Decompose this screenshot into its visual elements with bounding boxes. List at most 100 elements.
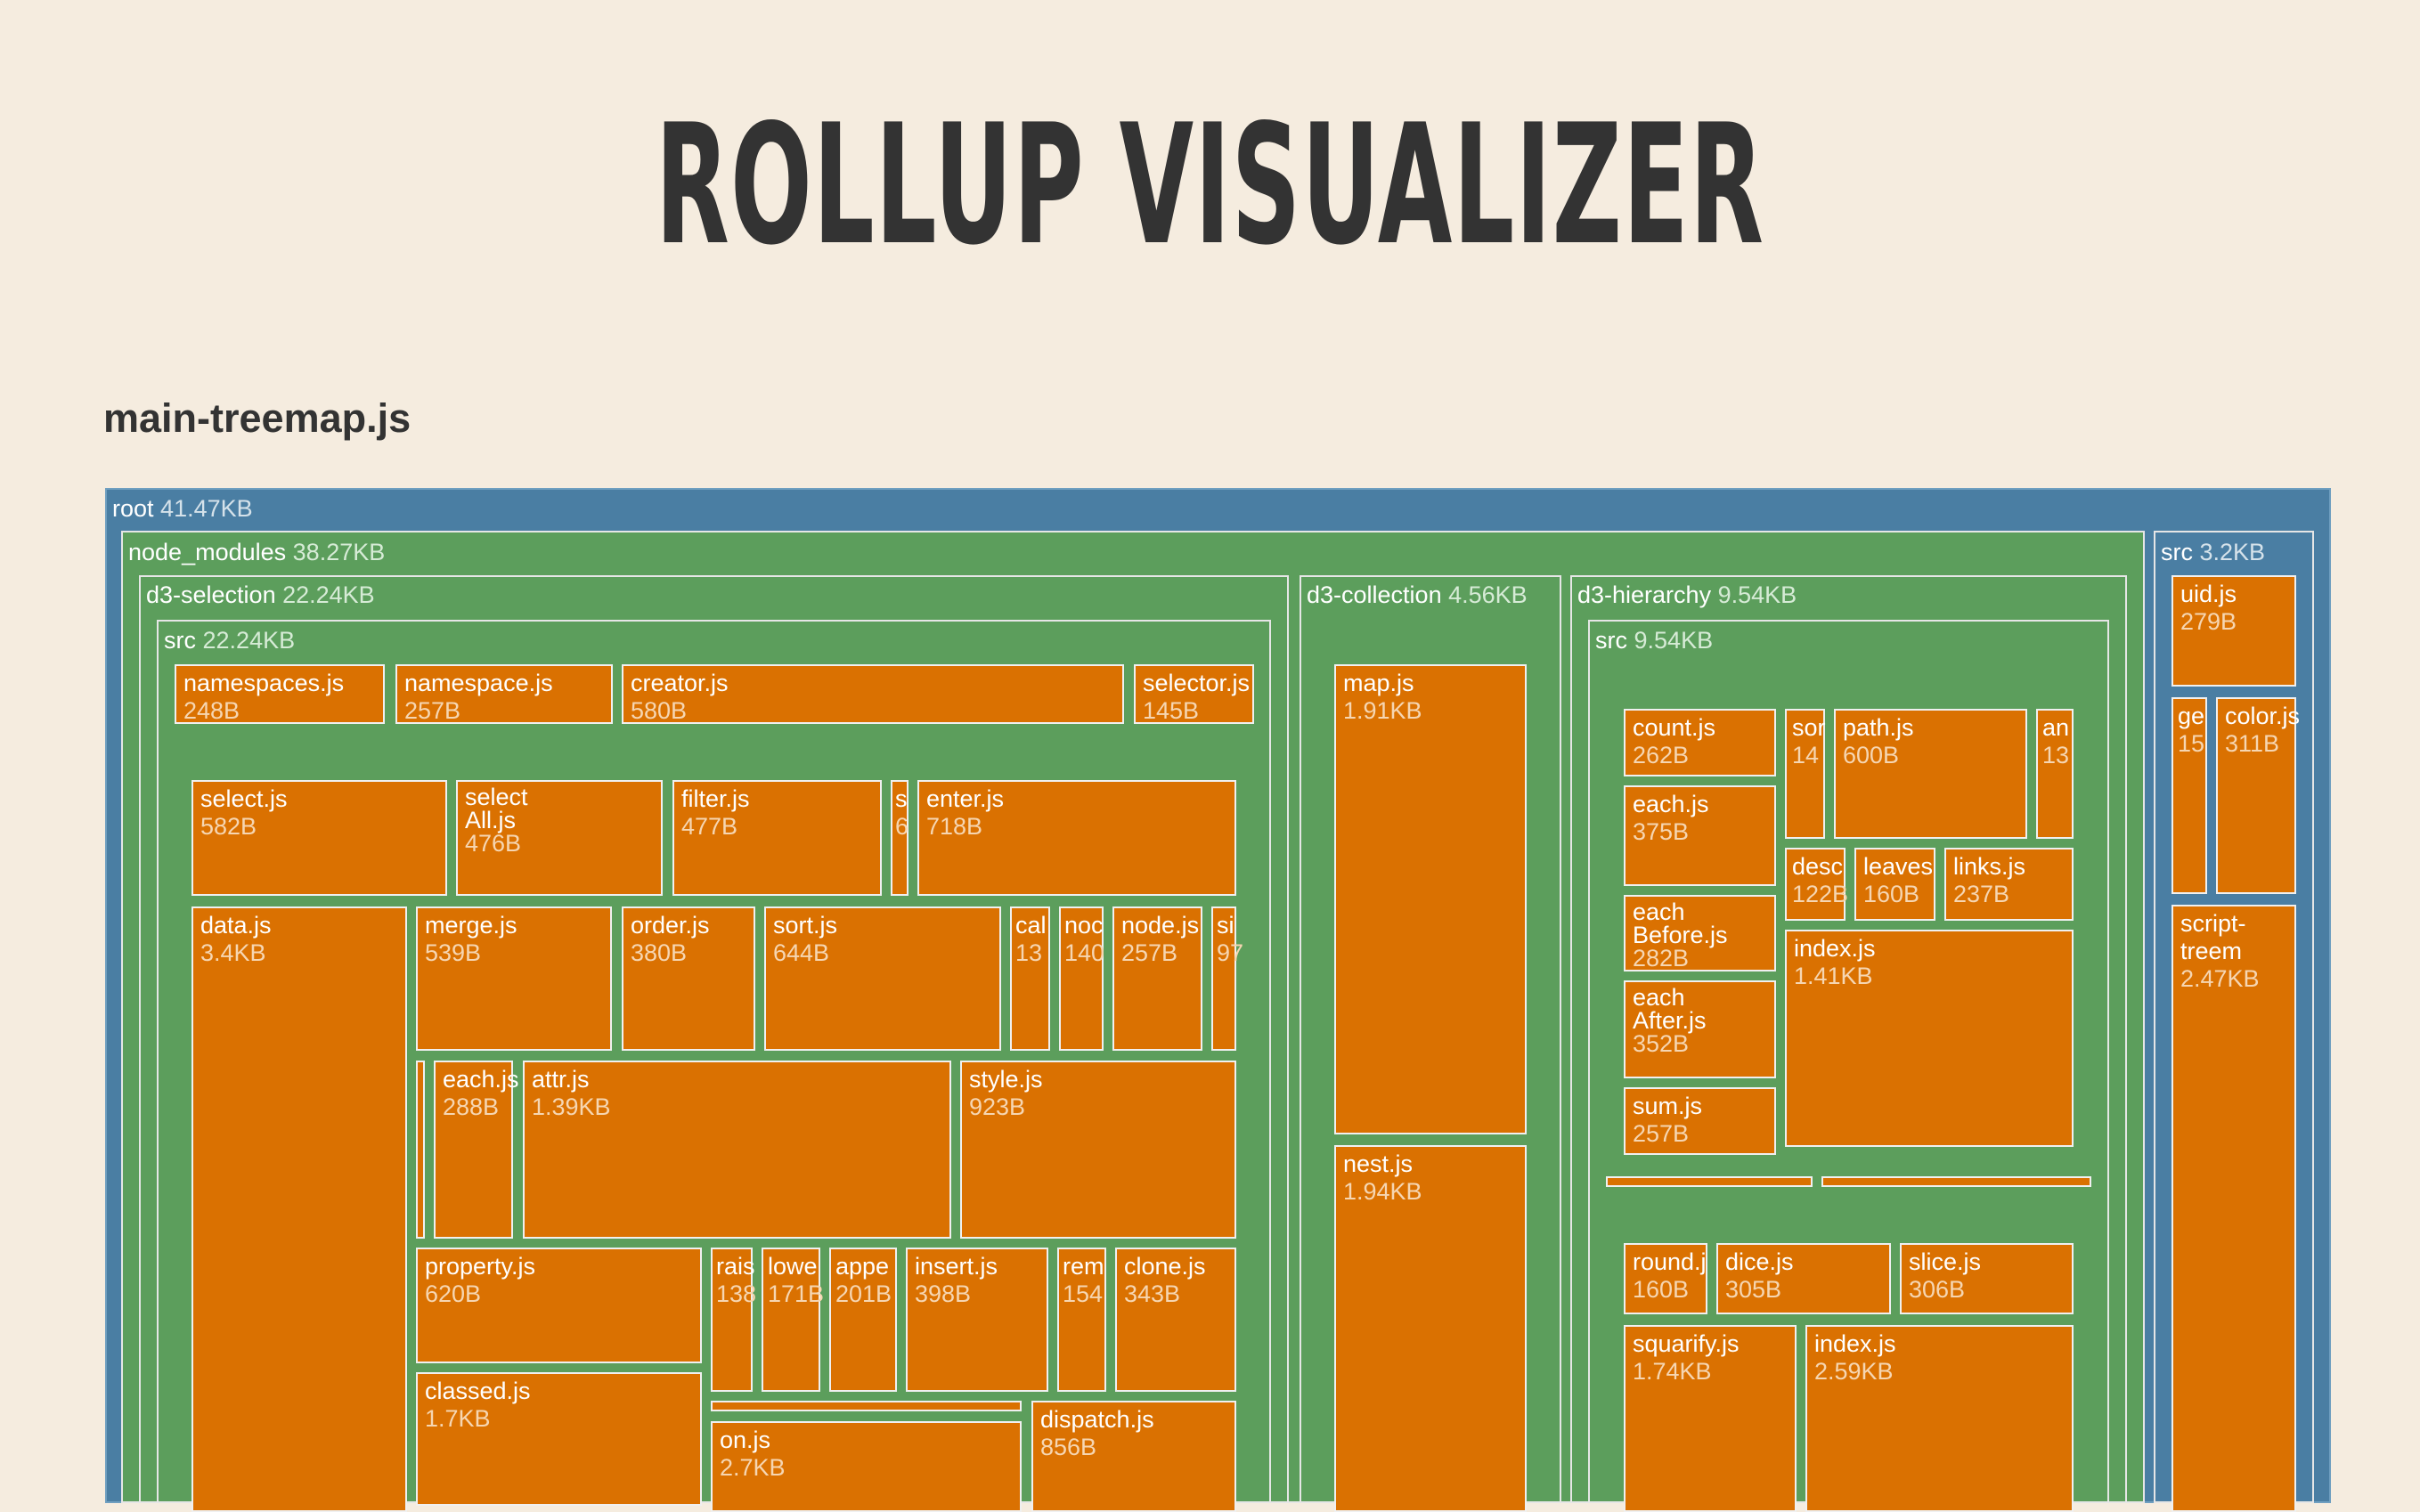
node-label: src 9.54KB [1595, 627, 1714, 654]
treemap-leaf-thin[interactable] [1821, 1176, 2091, 1187]
node-label: d3-selection 22.24KB [146, 581, 375, 608]
node-label: src 22.24KB [164, 627, 296, 654]
treemap: root 41.47KB node_modules 38.27KB d3-sel… [105, 488, 2331, 1512]
treemap-leaf-thin[interactable] [416, 1061, 425, 1239]
treemap-leaf-thin[interactable] [711, 1401, 1022, 1411]
bundle-file-name: main-treemap.js [103, 395, 411, 441]
node-label: d3-hierarchy 9.54KB [1577, 581, 1797, 608]
page-title: ROLLUP VISUALIZER [655, 88, 1765, 281]
node-label: root 41.47KB [112, 495, 253, 522]
treemap-leaf-thin[interactable] [1606, 1176, 1813, 1187]
node-label: node_modules 38.27KB [128, 539, 386, 565]
node-label: src 3.2KB [2161, 539, 2266, 565]
